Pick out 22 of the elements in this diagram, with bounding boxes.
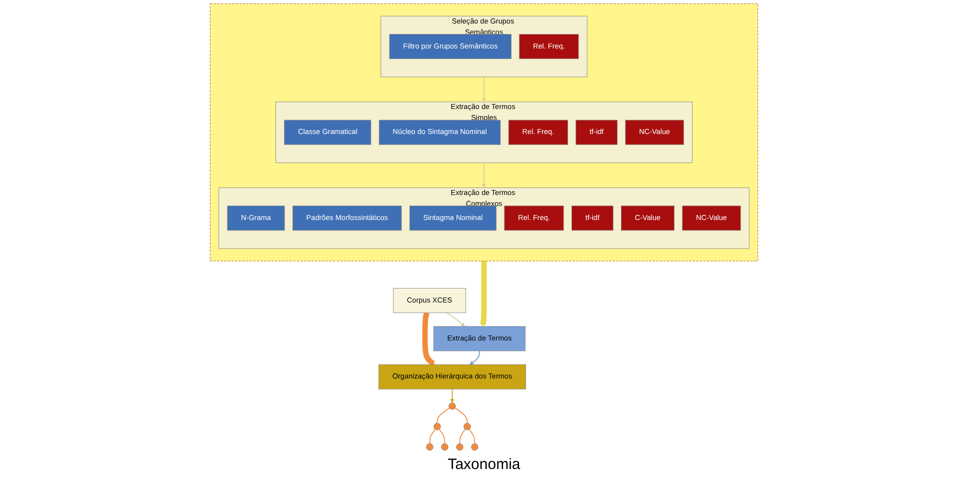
arrow	[450, 388, 454, 403]
connector	[454, 408, 468, 424]
node-circle	[441, 443, 448, 451]
arrow	[446, 312, 466, 327]
cluster	[210, 3, 758, 262]
arrow	[482, 76, 486, 102]
connector	[459, 428, 466, 444]
node-circle	[448, 402, 456, 410]
arrow	[422, 311, 435, 366]
node-circle	[471, 443, 478, 451]
arrow	[480, 259, 487, 327]
node-circle	[434, 422, 441, 430]
node-circle	[426, 443, 434, 451]
connector	[438, 428, 446, 444]
connector	[436, 408, 450, 424]
arrow	[482, 162, 486, 188]
connector	[429, 428, 436, 444]
node-circle	[464, 422, 471, 430]
connector	[468, 428, 476, 444]
node-circle	[456, 443, 464, 451]
arrow	[470, 350, 480, 365]
caption-text: Taxonomia	[448, 456, 520, 473]
